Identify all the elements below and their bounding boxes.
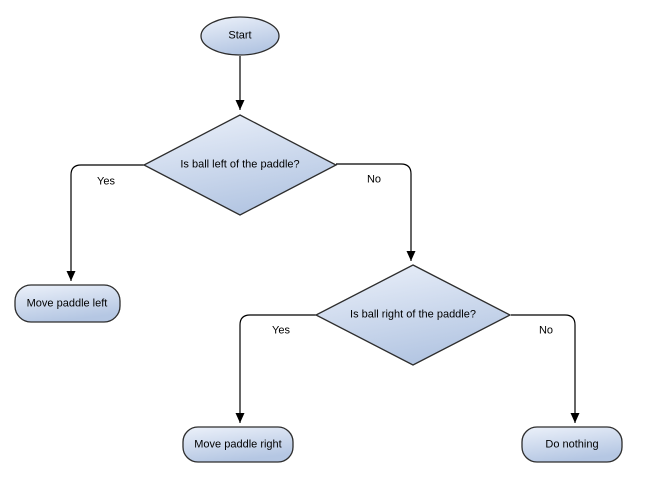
move-paddle-left-label: Move paddle left	[26, 297, 108, 310]
move-paddle-right-shape	[182, 426, 294, 463]
edge-decision-left-no	[336, 163, 416, 261]
decision-ball-left-label: Is ball left of the paddle?	[180, 158, 300, 171]
edge-label-decision-right-no: No	[538, 324, 554, 337]
do-nothing-shape	[521, 426, 623, 463]
edge-label-decision-left-yes: Yes	[97, 175, 115, 188]
move-paddle-right-label: Move paddle right	[194, 438, 282, 451]
start-node-label: Start	[228, 29, 252, 42]
start-node-shape	[200, 16, 280, 56]
decision-ball-left-shape	[142, 114, 338, 216]
decision-ball-right-label: Is ball right of the paddle?	[350, 308, 476, 321]
edge-decision-right-yes	[235, 314, 316, 423]
edge-decision-right-no	[511, 314, 580, 423]
move-paddle-left-shape	[14, 284, 121, 323]
do-nothing-label: Do nothing	[545, 438, 599, 451]
edge-decision-left-yes	[66, 164, 145, 281]
edge-label-decision-left-no: No	[366, 173, 382, 186]
decision-ball-right-shape	[314, 264, 512, 366]
edge-label-decision-right-yes: Yes	[272, 324, 290, 337]
